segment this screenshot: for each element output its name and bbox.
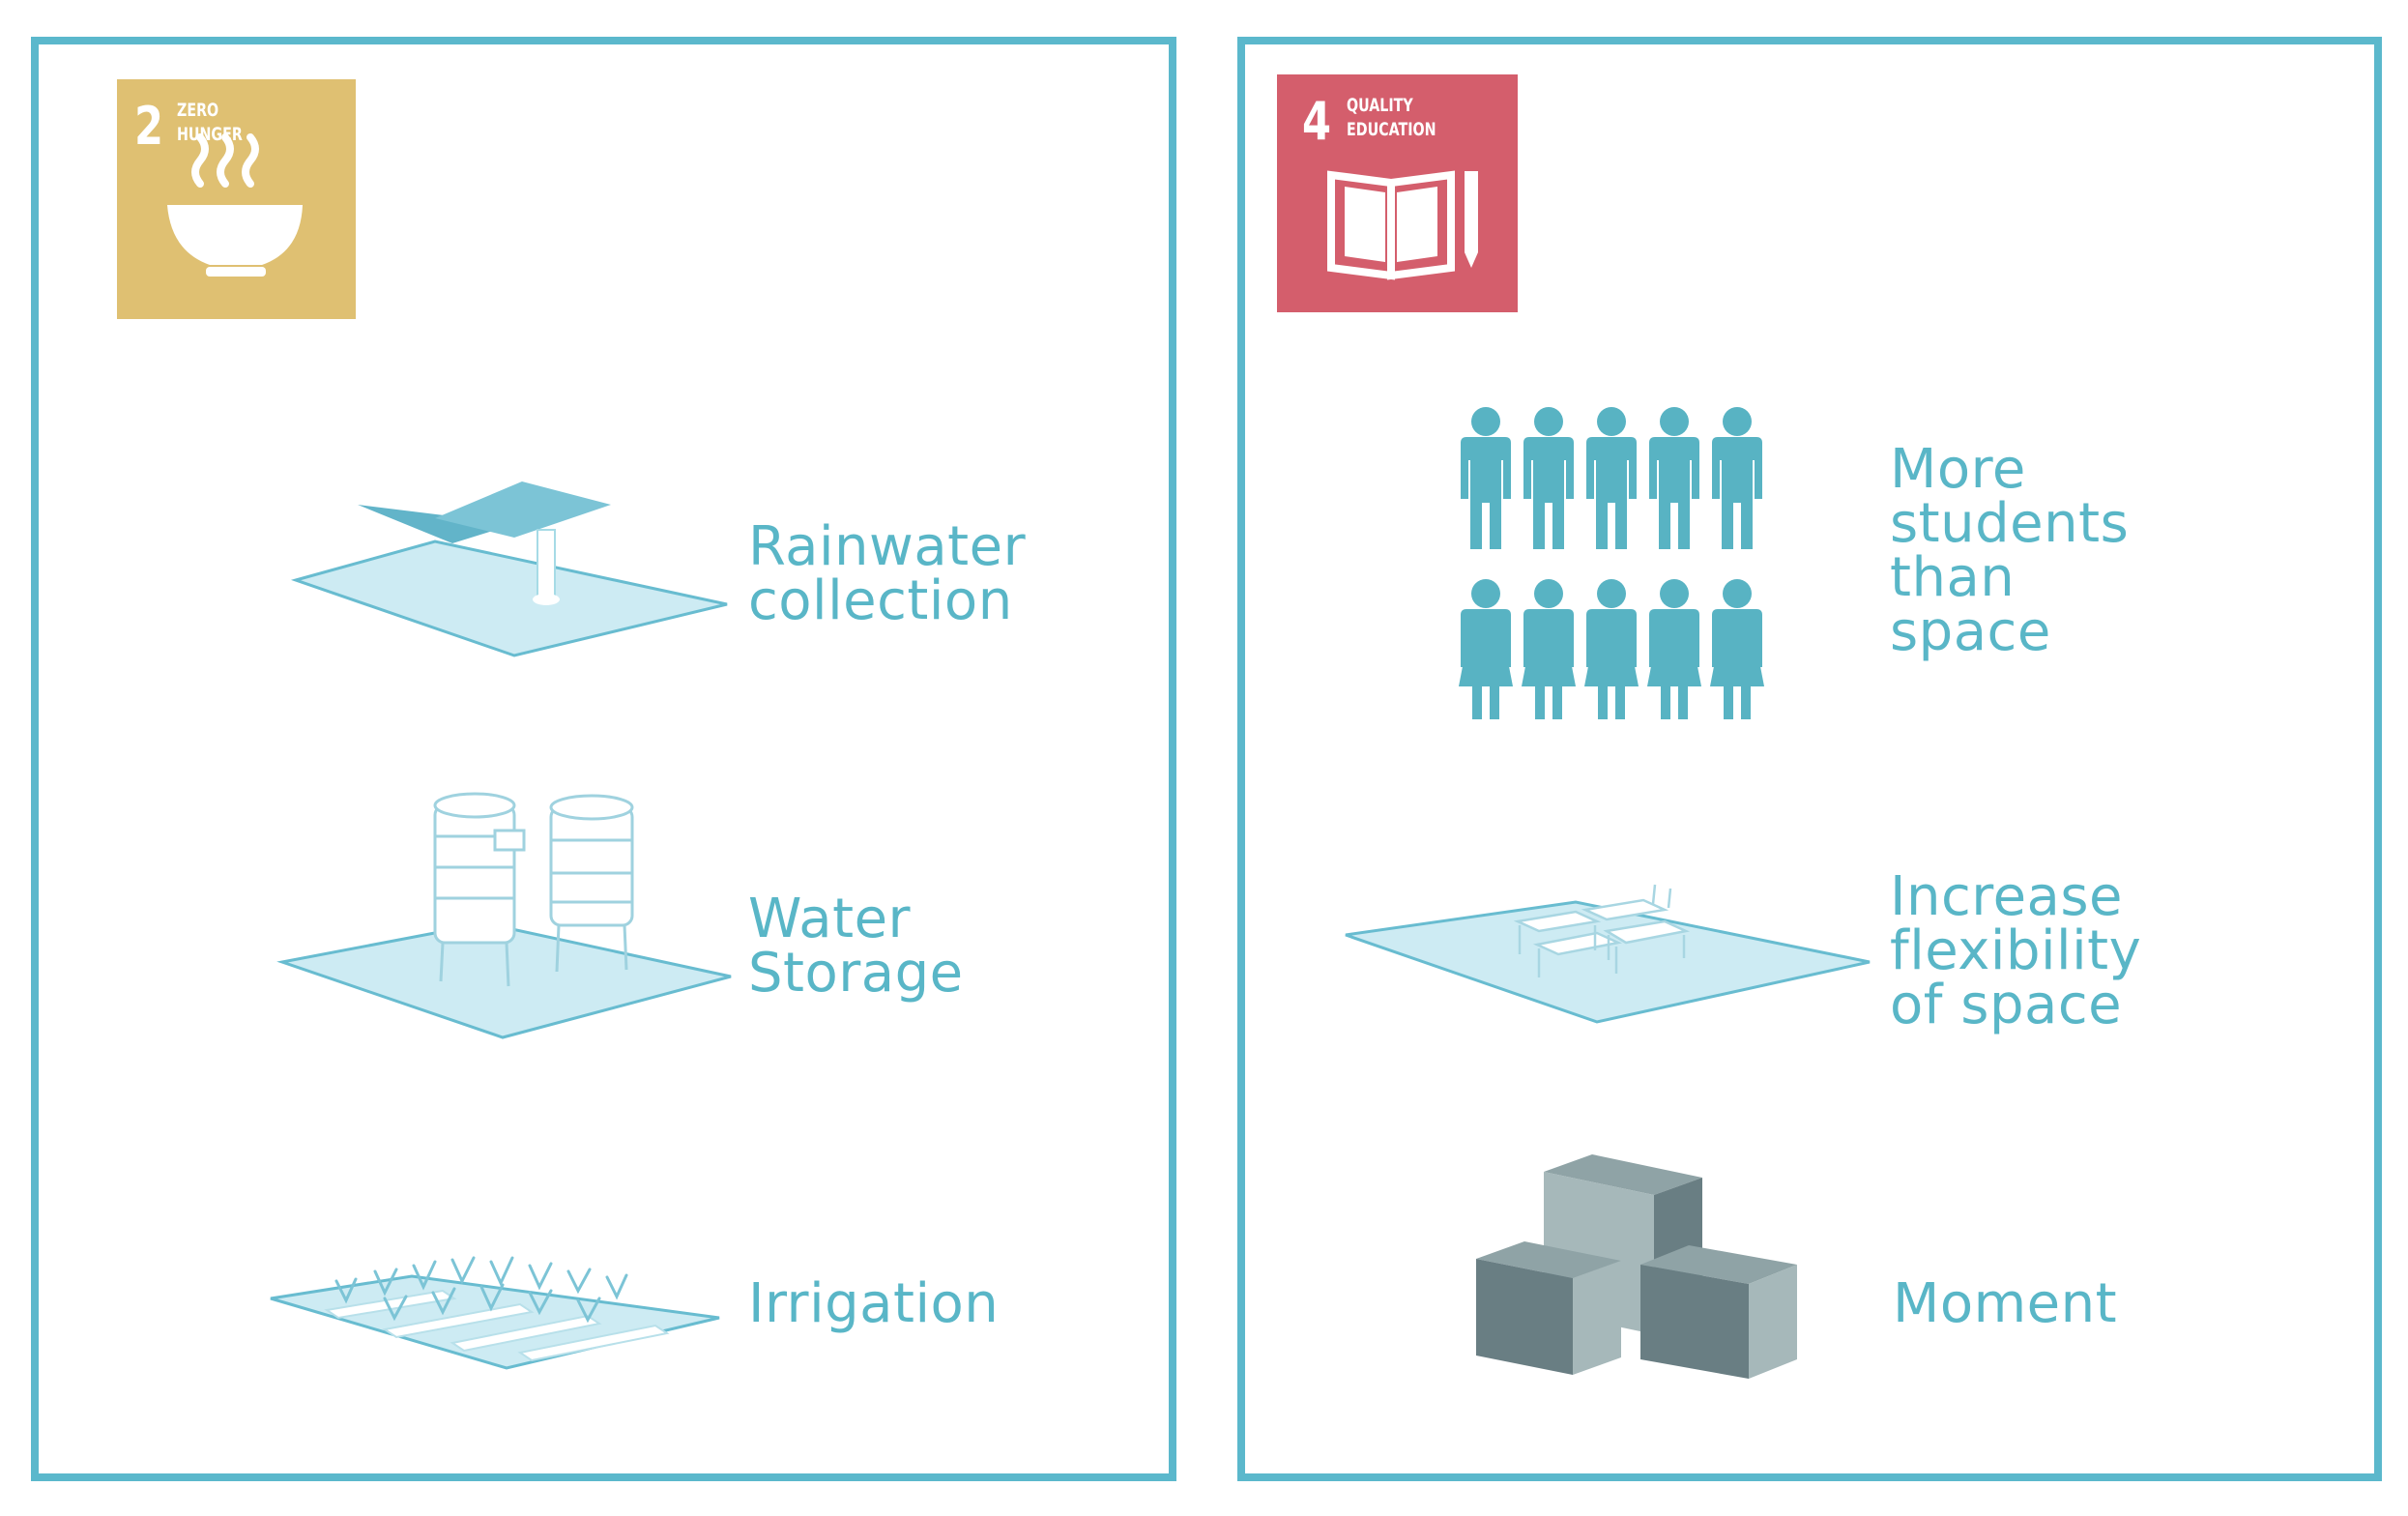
sdg-number: 2 <box>134 96 164 157</box>
increase-flexibility-label: Increase flexibility of space <box>1890 865 2142 1036</box>
water-storage-label: Water Storage <box>748 888 964 1005</box>
boy-figure-icon <box>1586 407 1637 549</box>
book-pencil-icon <box>1327 170 1478 280</box>
girl-figure-icon <box>1459 579 1513 719</box>
moment-label: Moment <box>1893 1272 2118 1335</box>
sdg-title: QUALITY EDUCATION <box>1347 95 1436 140</box>
rainwater-collection-icon <box>290 481 728 657</box>
bowl-icon <box>167 133 303 277</box>
boy-figure-icon <box>1461 407 1511 549</box>
flexible-space-icon <box>1345 884 1871 1024</box>
students-icon <box>1459 407 1764 719</box>
irrigation-icon <box>270 1256 720 1370</box>
girl-figure-icon <box>1522 579 1576 719</box>
water-storage-icon <box>276 792 732 1039</box>
more-students-than-space-label: More students than space <box>1890 438 2130 663</box>
boy-figure-icon <box>1523 407 1574 549</box>
boy-figure-icon <box>1649 407 1699 549</box>
girl-figure-icon <box>1584 579 1639 719</box>
sdg-2-zero-hunger-badge: 2 ZERO HUNGER <box>117 79 356 319</box>
rainwater-collection-label: Rainwater collection <box>748 515 1027 632</box>
sdg-number: 4 <box>1302 91 1332 152</box>
sdg-4-quality-education-badge: 4 QUALITY EDUCATION <box>1277 74 1518 312</box>
irrigation-label: Irrigation <box>748 1272 1000 1335</box>
boy-figure-icon <box>1712 407 1762 549</box>
girl-figure-icon <box>1647 579 1701 719</box>
cubes-icon <box>1476 1154 1797 1379</box>
girl-figure-icon <box>1710 579 1764 719</box>
